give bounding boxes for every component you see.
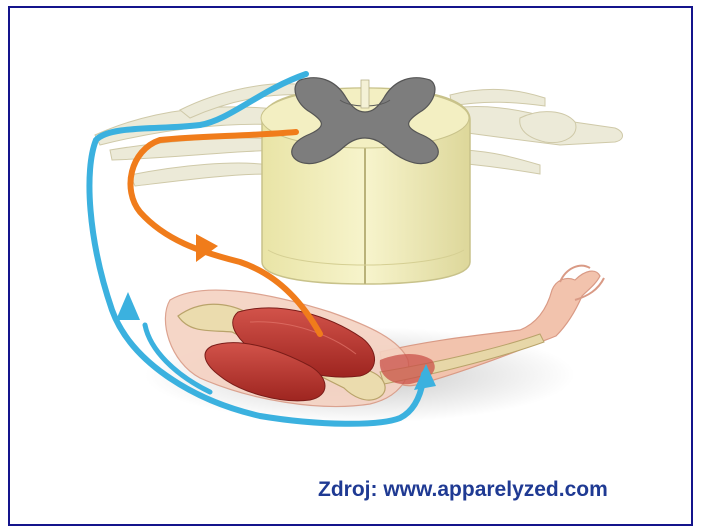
sensory-arrow-up-icon — [116, 292, 140, 320]
source-credit: Zdroj: www.apparelyzed.com — [318, 478, 608, 502]
reflex-arc-illustration — [0, 0, 703, 509]
spinal-cord-cross-section — [261, 78, 470, 284]
